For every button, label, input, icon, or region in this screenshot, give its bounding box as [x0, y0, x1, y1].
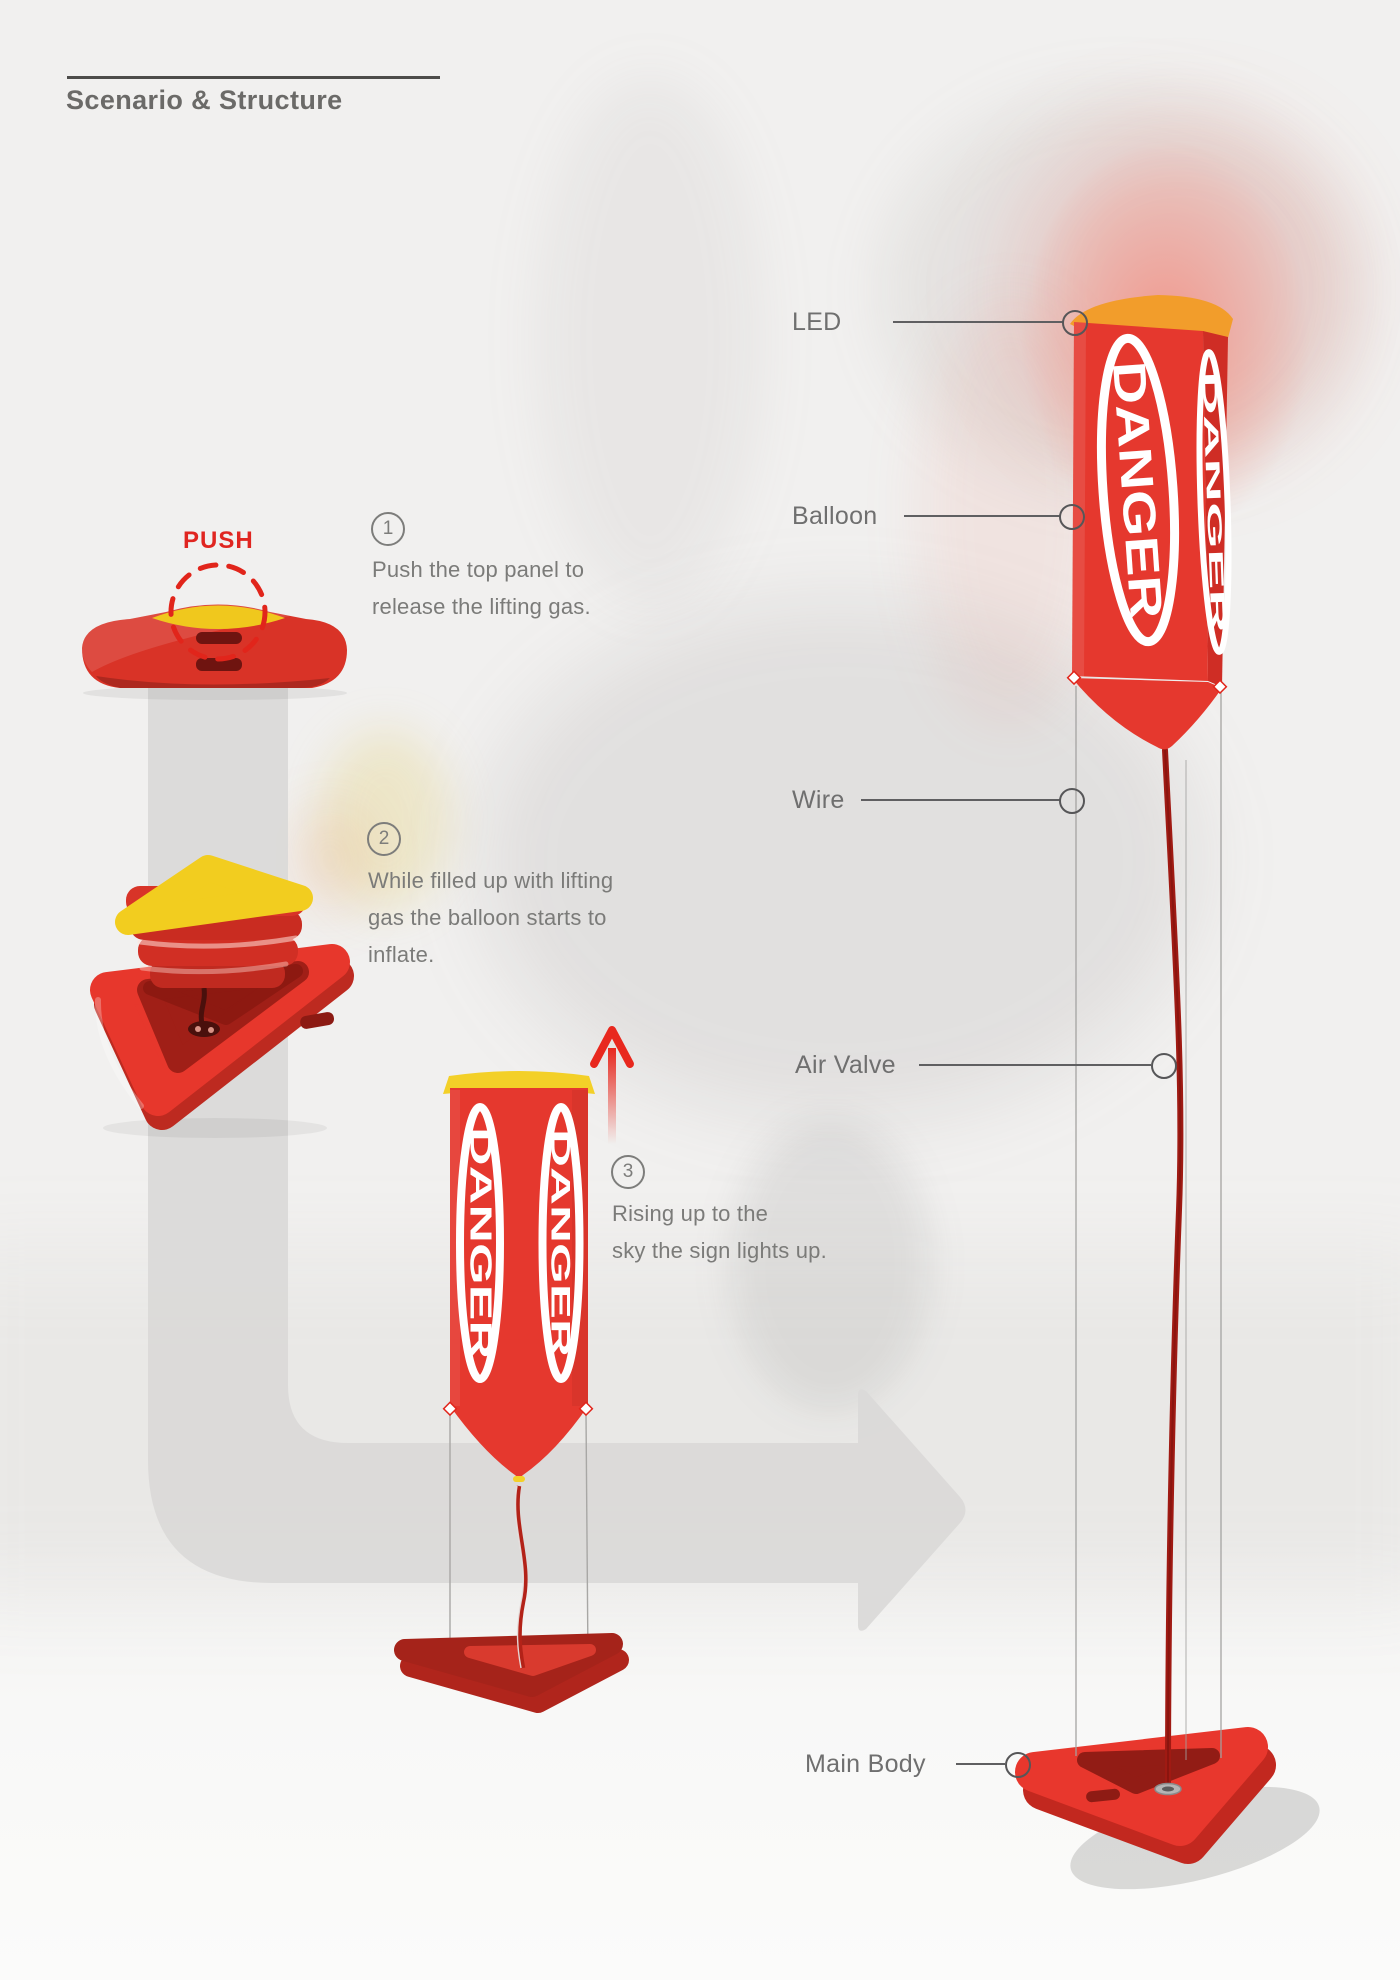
step1-line2: release the lifting gas. — [372, 594, 591, 619]
base-slot — [1086, 1788, 1120, 1803]
step2-line2: gas the balloon starts to — [368, 905, 607, 930]
base-recess — [464, 1644, 596, 1676]
device-slot-top — [196, 632, 242, 644]
sign-tip-band — [513, 1476, 525, 1482]
page-title: Scenario & Structure — [66, 85, 343, 115]
push-dashed-circle — [168, 562, 268, 662]
base-recess — [1077, 1748, 1220, 1794]
base-edge-highlight — [94, 997, 144, 1109]
cord-glint-left — [195, 1026, 201, 1032]
label-balloon-line — [904, 515, 1060, 517]
label-led-marker — [1062, 310, 1088, 336]
balloon-taper — [1072, 678, 1222, 750]
step3-line1: Rising up to the — [612, 1201, 769, 1226]
step1-number: 1 — [371, 512, 405, 546]
step1-device-illustration — [82, 562, 347, 700]
danger-text-left: DANGER — [463, 1127, 497, 1359]
step2-number: 2 — [367, 822, 401, 856]
label-balloon-marker — [1059, 504, 1085, 530]
deployed-unit-illustration: DANGER DANGER — [1015, 140, 1320, 1890]
label-wire-line — [861, 799, 1060, 801]
step2-line3: inflate. — [368, 942, 435, 967]
danger-oval-left: DANGER — [456, 1103, 504, 1383]
step2-line1: While filled up with lifting — [368, 868, 614, 893]
step1-line1: Push the top panel to — [372, 557, 585, 582]
anchor-rope-core — [1164, 749, 1182, 1790]
label-wire-marker — [1059, 788, 1085, 814]
flow-arrow-shape — [148, 632, 966, 1631]
connector-diamond-right — [1212, 679, 1228, 695]
background-wheel — [730, 1120, 930, 1410]
push-label: PUSH — [183, 527, 254, 554]
label-main-body-marker — [1005, 1752, 1031, 1778]
anchor-rope-sheen — [514, 1485, 525, 1669]
label-balloon: Balloon — [792, 502, 878, 530]
label-air-valve-line — [919, 1064, 1151, 1066]
step3-line2: sky the sign lights up. — [612, 1238, 827, 1263]
connector-diamond-left — [442, 1401, 458, 1417]
up-arrow-head — [590, 1026, 634, 1068]
sign-body — [450, 1088, 588, 1406]
label-air-valve-marker — [1151, 1053, 1177, 1079]
label-led: LED — [792, 308, 842, 336]
fold-highlight-1 — [137, 935, 299, 949]
tether-wire-right — [585, 1413, 589, 1663]
yellow-top-panel — [115, 855, 313, 935]
up-arrow-shaft — [608, 1048, 616, 1144]
connector-diamond-right — [578, 1401, 594, 1417]
base-shadow — [103, 1118, 327, 1138]
device-body — [82, 604, 347, 688]
danger-oval-front: DANGER — [1097, 333, 1179, 647]
sign-taper — [450, 1406, 588, 1477]
fold-highlight-2 — [139, 961, 289, 975]
anchor-cord-end — [188, 1021, 220, 1037]
label-air-valve: Air Valve — [795, 1051, 896, 1079]
background-pole — [540, 80, 760, 600]
balloon-left-light — [1072, 322, 1086, 677]
rope-grommet-hole — [1162, 1786, 1174, 1792]
device-top-panel — [152, 605, 285, 629]
danger-oval-side: DANGER — [1196, 349, 1232, 655]
danger-oval-right: DANGER — [538, 1103, 584, 1383]
step2-inflating-illustration — [90, 855, 354, 1138]
title-rule — [67, 76, 440, 79]
cord-glint-right — [208, 1027, 214, 1033]
background-worker-vest — [320, 730, 450, 910]
label-wire: Wire — [792, 786, 845, 814]
device-shadow — [83, 686, 347, 700]
anchor-cord — [198, 987, 207, 1025]
step2-text: While filled up with lifting gas the bal… — [368, 862, 613, 973]
label-main-body: Main Body — [805, 1750, 926, 1778]
step3-number: 3 — [611, 1155, 645, 1189]
label-led-line — [893, 321, 1063, 323]
device-underside — [96, 676, 330, 688]
base-slot — [300, 1012, 335, 1029]
step1-text: Push the top panel to release the liftin… — [372, 551, 591, 625]
label-main-body-line — [956, 1763, 1005, 1765]
anchor-rope — [515, 1485, 528, 1669]
sign-left-light — [450, 1090, 460, 1406]
danger-text-right: DANGER — [546, 1129, 576, 1357]
device-slot-bottom — [196, 658, 242, 671]
connector-diamond-left — [1066, 670, 1082, 686]
step3-text: Rising up to the sky the sign lights up. — [612, 1195, 827, 1269]
step3-sign-illustration: DANGER DANGER — [394, 1026, 634, 1713]
accordion-fold-1 — [150, 960, 285, 988]
